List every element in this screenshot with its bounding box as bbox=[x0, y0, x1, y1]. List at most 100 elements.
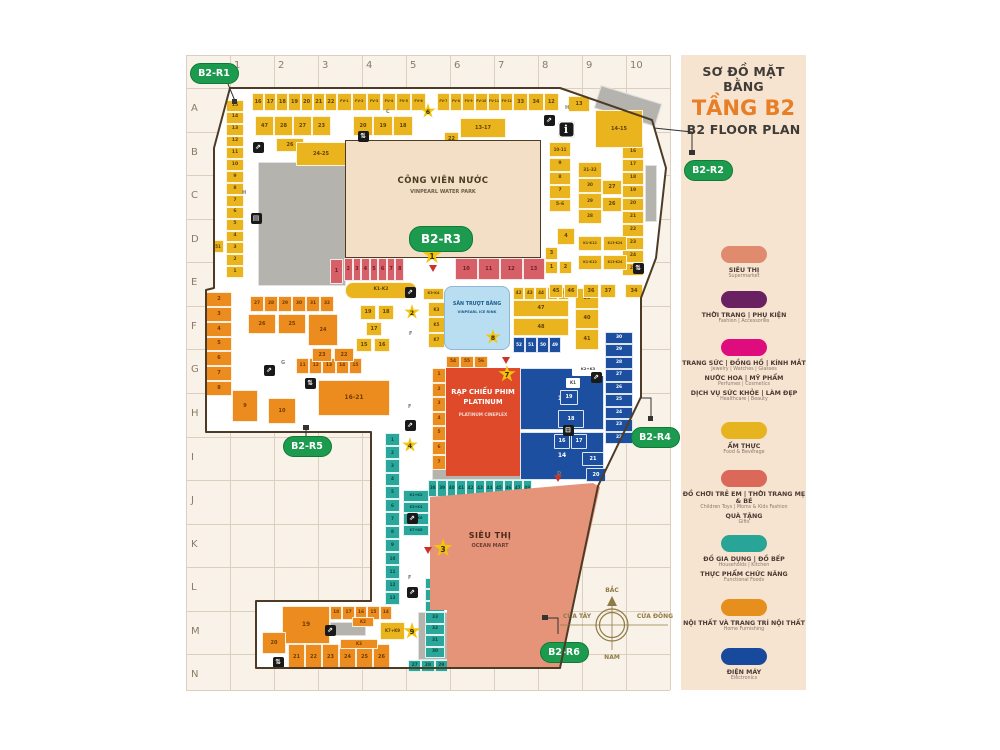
cinema-label: RẠP CHIẾU PHIM bbox=[451, 388, 515, 396]
unit-27: 27 bbox=[605, 369, 633, 382]
unit-6: 6 bbox=[226, 206, 244, 219]
unit-3: 3 bbox=[432, 397, 446, 412]
unit-39: 39 bbox=[437, 480, 447, 497]
unit-30: 30 bbox=[425, 646, 445, 658]
grid-col-label-8: 8 bbox=[542, 60, 549, 71]
star-number: 1 bbox=[429, 251, 435, 261]
compass-north-label: BẮC bbox=[605, 587, 619, 594]
corridor-letter-F: F bbox=[408, 575, 412, 581]
pill-b2-r3: B2-R3 bbox=[409, 226, 473, 252]
star-marker-4: 4 bbox=[402, 437, 418, 452]
unit-31-32: 31-32 bbox=[578, 162, 602, 178]
unit-3: 3 bbox=[206, 306, 232, 322]
unit-14-15: 14-15 bbox=[595, 110, 643, 148]
unit-5: 5 bbox=[226, 218, 244, 231]
unit-K3: K3 bbox=[340, 639, 378, 649]
cinema-area bbox=[446, 368, 520, 476]
unit-28: 28 bbox=[274, 116, 293, 136]
grid-row-label-C: C bbox=[191, 190, 198, 202]
grid-row-label-E: E bbox=[191, 277, 198, 289]
legend-label-en: Healthcare | Beauty bbox=[720, 397, 768, 402]
legend-label-en: Gifts bbox=[738, 520, 750, 525]
unit-46: 46 bbox=[564, 284, 578, 298]
grid-col-label-1: 1 bbox=[234, 60, 241, 71]
unit-1: 1 bbox=[545, 261, 558, 274]
unit-FV-6: FV-6 bbox=[411, 93, 426, 111]
grid-line bbox=[186, 690, 670, 691]
unit-13: 13 bbox=[522, 258, 545, 280]
unit-FV-10: FV-10 bbox=[475, 93, 488, 111]
unit-K1-K12: K1-K12 bbox=[578, 236, 602, 251]
unit-10: 10 bbox=[268, 398, 296, 424]
escalator-icon: ⇗ bbox=[404, 419, 416, 431]
unit-9: 9 bbox=[232, 390, 258, 422]
pill-b2-r5: B2-R5 bbox=[282, 435, 332, 457]
grid-col-label-6: 6 bbox=[454, 60, 461, 71]
unit-23: 23 bbox=[312, 116, 331, 136]
unit-19: 19 bbox=[622, 185, 644, 198]
unit-24: 24 bbox=[308, 314, 338, 346]
grid-row-label-D: D bbox=[191, 233, 199, 245]
unit-1: 1 bbox=[432, 368, 446, 383]
pill-b2-r6: B2-R6 bbox=[539, 641, 589, 663]
unit-FV-8: FV-8 bbox=[449, 93, 463, 111]
unit-5-6: 5-6 bbox=[549, 198, 571, 212]
grid-col-label-4: 4 bbox=[366, 60, 373, 71]
unit-49: 49 bbox=[549, 337, 561, 353]
unit-14: 14 bbox=[379, 606, 392, 620]
legend-label-vi: NƯỚC HOA | MỸ PHẨM bbox=[704, 375, 784, 382]
unit-32: 32 bbox=[320, 296, 334, 312]
grid-row-label-M: M bbox=[191, 625, 200, 637]
legend-swatch bbox=[721, 470, 767, 487]
escalator-icon: ⇗ bbox=[406, 512, 418, 524]
grid-row-label-I: I bbox=[191, 451, 194, 463]
unit-K5: K5 bbox=[428, 317, 445, 333]
unit-FV-2: FV-2 bbox=[351, 93, 367, 111]
unit-13: 13 bbox=[385, 591, 400, 605]
star-number: 9 bbox=[409, 628, 415, 636]
unit-15: 15 bbox=[226, 100, 244, 112]
star-number: 2 bbox=[409, 309, 415, 317]
unit-K3-K4: K3-K4 bbox=[423, 288, 444, 300]
unit-FV-11: FV-11 bbox=[487, 93, 501, 111]
ice-rink-area bbox=[444, 286, 510, 350]
grid-col-label-5: 5 bbox=[410, 60, 417, 71]
unit-2: 2 bbox=[226, 254, 244, 267]
unit-3: 3 bbox=[226, 242, 244, 255]
unit-11: 11 bbox=[477, 258, 500, 280]
pill-b2-r2: B2-R2 bbox=[683, 159, 733, 181]
grid-row-label-K: K bbox=[191, 538, 198, 550]
unit-5: 5 bbox=[369, 258, 379, 281]
grid-row-label-L: L bbox=[191, 582, 197, 594]
unit-9: 9 bbox=[549, 158, 571, 172]
legend-label-en: Perfumes | Cosmetics bbox=[718, 382, 770, 387]
unit-11: 11 bbox=[296, 358, 310, 374]
unit-3: 3 bbox=[385, 459, 400, 473]
unit-23: 23 bbox=[605, 419, 633, 432]
unit-17: 17 bbox=[366, 322, 382, 336]
ice-rink-label: SÂN TRƯỢT BĂNG bbox=[452, 302, 502, 307]
unit-13: 13 bbox=[568, 96, 590, 112]
unit-7: 7 bbox=[206, 366, 232, 382]
grid-row-label-G: G bbox=[191, 364, 199, 376]
legend-swatch bbox=[721, 291, 767, 308]
cinema-name-label: PLATINUM bbox=[463, 398, 503, 406]
unit-29: 29 bbox=[605, 344, 633, 357]
unit-1: 1 bbox=[385, 433, 400, 447]
unit-45: 45 bbox=[549, 284, 563, 298]
unit-47: 47 bbox=[255, 116, 274, 136]
car-icon: ⊟ bbox=[562, 424, 574, 436]
grid-line bbox=[186, 55, 187, 690]
grid-row-label-F: F bbox=[191, 320, 197, 332]
unit-28: 28 bbox=[578, 208, 602, 224]
title-line-vi: SƠ ĐỒ MẶT BẰNG bbox=[702, 64, 785, 94]
unit-28: 28 bbox=[605, 356, 633, 370]
grid-row-label-J: J bbox=[191, 495, 194, 507]
unit-20: 20 bbox=[622, 198, 644, 211]
unit-6: 6 bbox=[385, 499, 400, 513]
unit-K2: K2 bbox=[352, 617, 374, 627]
unit-13: 13 bbox=[226, 123, 244, 136]
unit-48: 48 bbox=[513, 318, 569, 336]
